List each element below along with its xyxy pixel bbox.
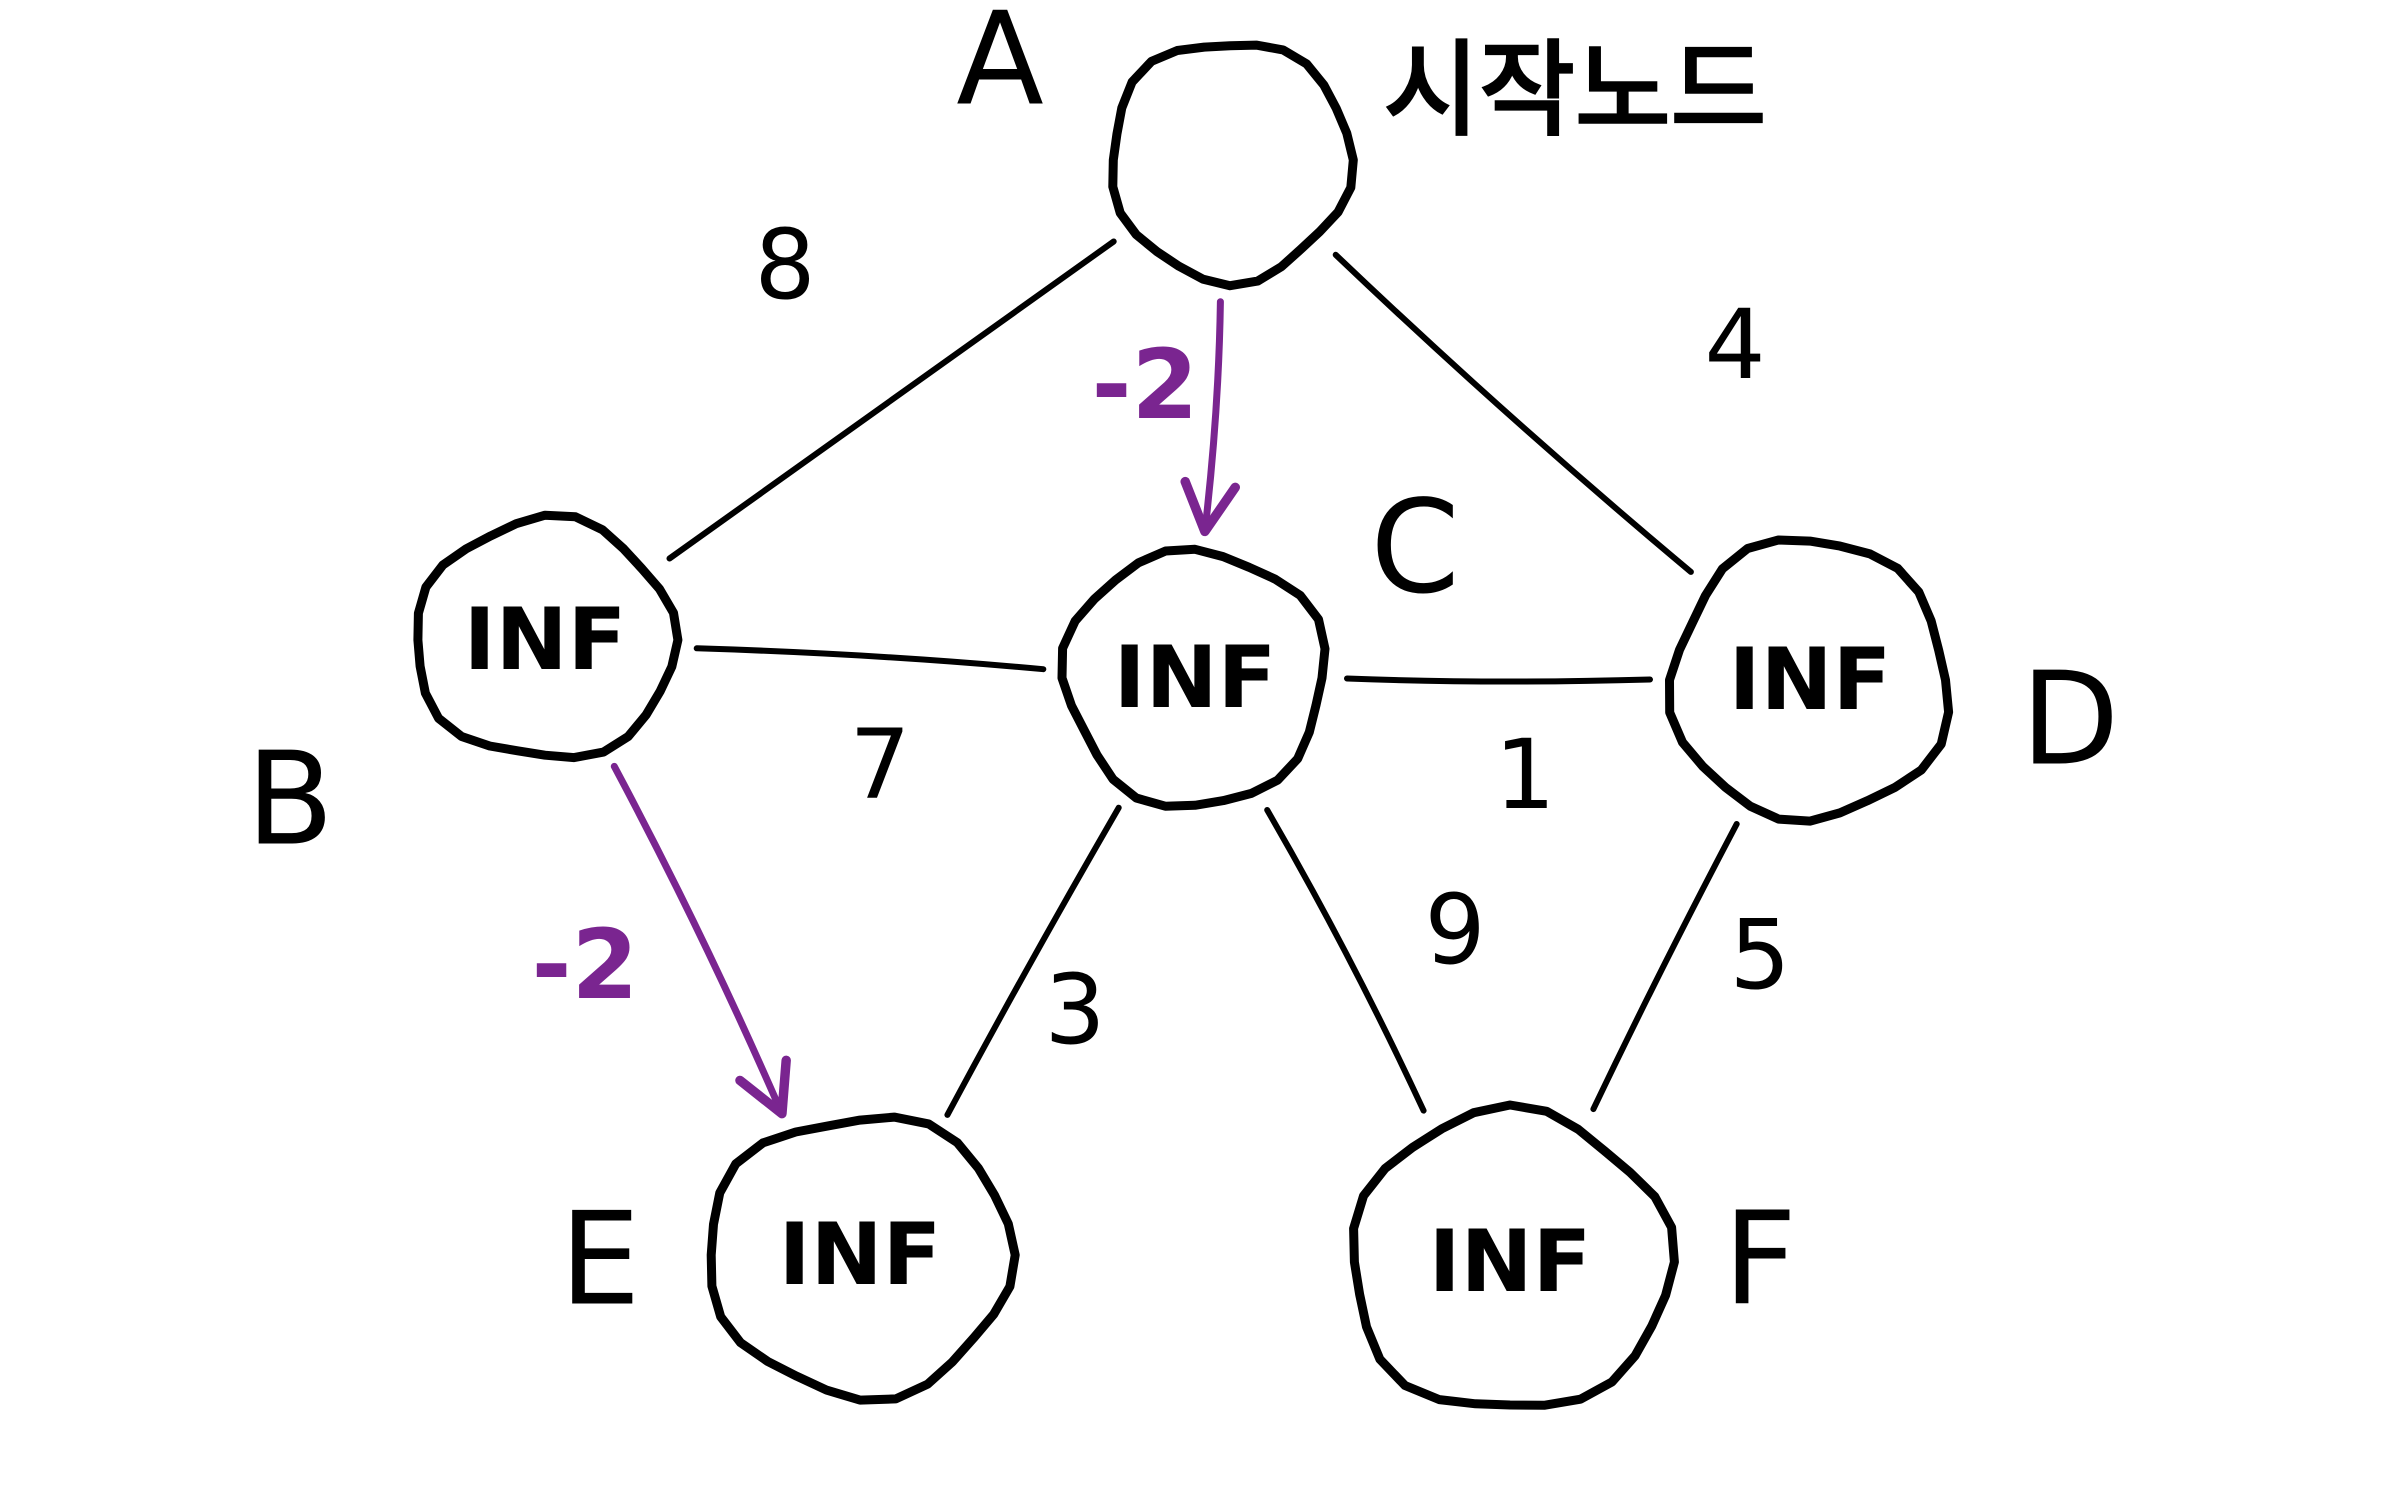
edge-weight-c-e: 3 [1044,954,1105,1066]
edge-a-d [1332,251,1694,575]
node-letter-a: A [956,0,1044,135]
node-circle-d [1665,535,1954,826]
node-value-c: INF [1114,628,1277,728]
nodes-layer: A INF B INF C INF D INF E INF F [246,0,2120,1410]
edge-c-f [1264,807,1427,1114]
edge-weight-b-c: 7 [849,709,910,821]
edges-layer [610,238,1740,1119]
node-value-b: INF [464,590,627,690]
node-value-d: INF [1729,630,1892,730]
node-letter-c: C [1370,474,1459,623]
node-letter-e: E [560,1186,641,1335]
edge-a-b [666,238,1117,562]
node-circle-a [1108,40,1358,291]
node-a[interactable]: A [956,0,1358,291]
edge-weight-a-b: 8 [754,209,815,321]
edge-weight-a-d: 4 [1704,289,1765,401]
node-letter-f: F [1723,1186,1797,1335]
labels-layer: 시작노드 8 -2 4 7 1 -2 3 9 5 [532,29,1791,1066]
node-circle-f [1349,1100,1679,1410]
node-value-e: INF [779,1205,942,1305]
edge-weight-d-f: 5 [1729,899,1790,1011]
node-b[interactable]: INF B [246,510,683,875]
edge-weight-a-c: -2 [1092,329,1199,441]
node-value-f: INF [1429,1212,1592,1312]
edge-d-f [1590,821,1740,1113]
node-d[interactable]: INF D [1665,535,2120,826]
edge-b-e [610,762,791,1119]
node-f[interactable]: INF F [1349,1100,1797,1410]
edge-weight-c-f: 9 [1424,874,1485,986]
node-c[interactable]: INF C [1057,474,1460,811]
edge-a-c [1180,298,1240,537]
edge-b-c [693,645,1047,673]
start-node-label: 시작노드 [1384,29,1767,151]
node-letter-b: B [246,726,334,875]
edge-c-e [944,804,1122,1118]
node-letter-d: D [2021,646,2120,795]
edge-weight-b-e: -2 [532,909,639,1021]
node-e[interactable]: INF E [560,1112,1020,1405]
edge-c-d [1344,675,1653,685]
edge-weight-c-d: 1 [1494,719,1555,831]
node-circle-b [413,510,683,763]
node-circle-e [706,1112,1020,1405]
node-circle-c [1057,544,1330,811]
